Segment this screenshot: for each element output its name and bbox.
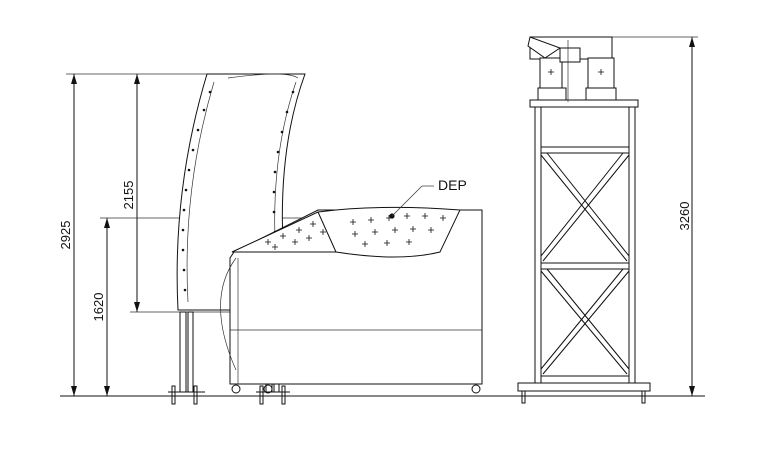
design-eye-point: DEP	[389, 177, 467, 219]
dimension-2925: 2925	[58, 73, 305, 396]
dimension-1620-text: 1620	[91, 293, 106, 322]
dimension-2155: 2155	[121, 74, 282, 313]
cockpit-desk	[220, 206, 483, 394]
dimension-3260: 3260	[610, 36, 698, 396]
dep-label: DEP	[438, 177, 467, 193]
dimension-3260-text: 3260	[677, 202, 692, 231]
dimension-2925-text: 2925	[58, 221, 73, 250]
projectors	[527, 36, 617, 102]
control-panel-marks	[265, 213, 446, 250]
truss-bracing	[540, 152, 630, 375]
projector-tower	[517, 99, 651, 404]
dimension-2155-text: 2155	[121, 181, 136, 210]
